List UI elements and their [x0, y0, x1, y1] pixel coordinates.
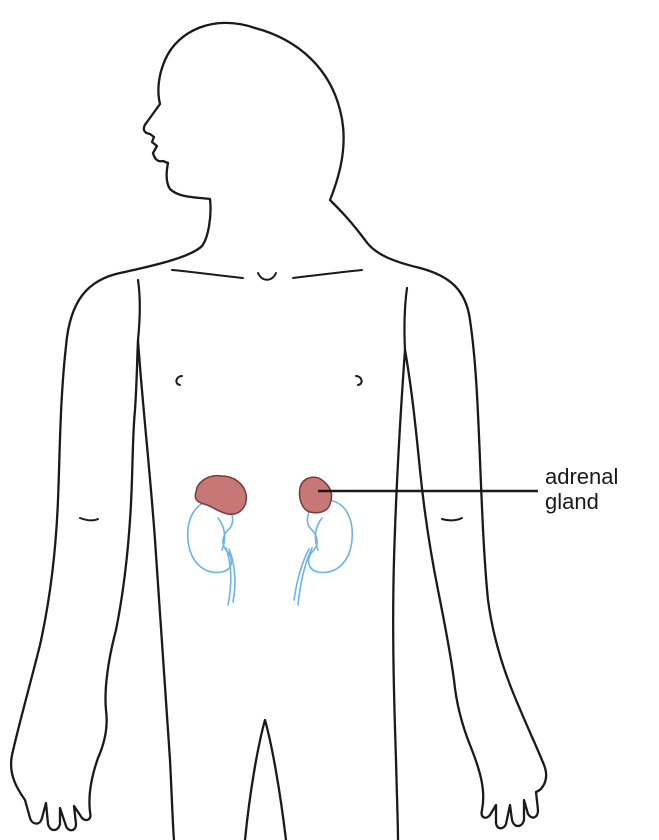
sternal-notch: [258, 273, 276, 280]
right-arm-inner: [404, 288, 407, 350]
nipple-left: [176, 376, 182, 385]
adrenal-gland-label: adrenal gland: [545, 464, 618, 514]
body-outline-right: [255, 28, 546, 840]
inner-legs: [245, 720, 286, 840]
collarbone-right: [293, 270, 362, 278]
label-line-2: gland: [545, 489, 618, 514]
collarbone-left: [172, 270, 243, 278]
left-kidney: [188, 500, 235, 605]
elbow-left: [80, 518, 98, 520]
elbow-right: [442, 518, 462, 520]
body-outline: [11, 23, 255, 840]
right-adrenal-gland: [299, 477, 331, 513]
left-adrenal-gland: [195, 476, 246, 515]
label-line-1: adrenal: [545, 464, 618, 489]
right-kidney: [294, 500, 352, 605]
left-arm-inner: [138, 280, 140, 340]
nipple-right: [356, 376, 362, 385]
